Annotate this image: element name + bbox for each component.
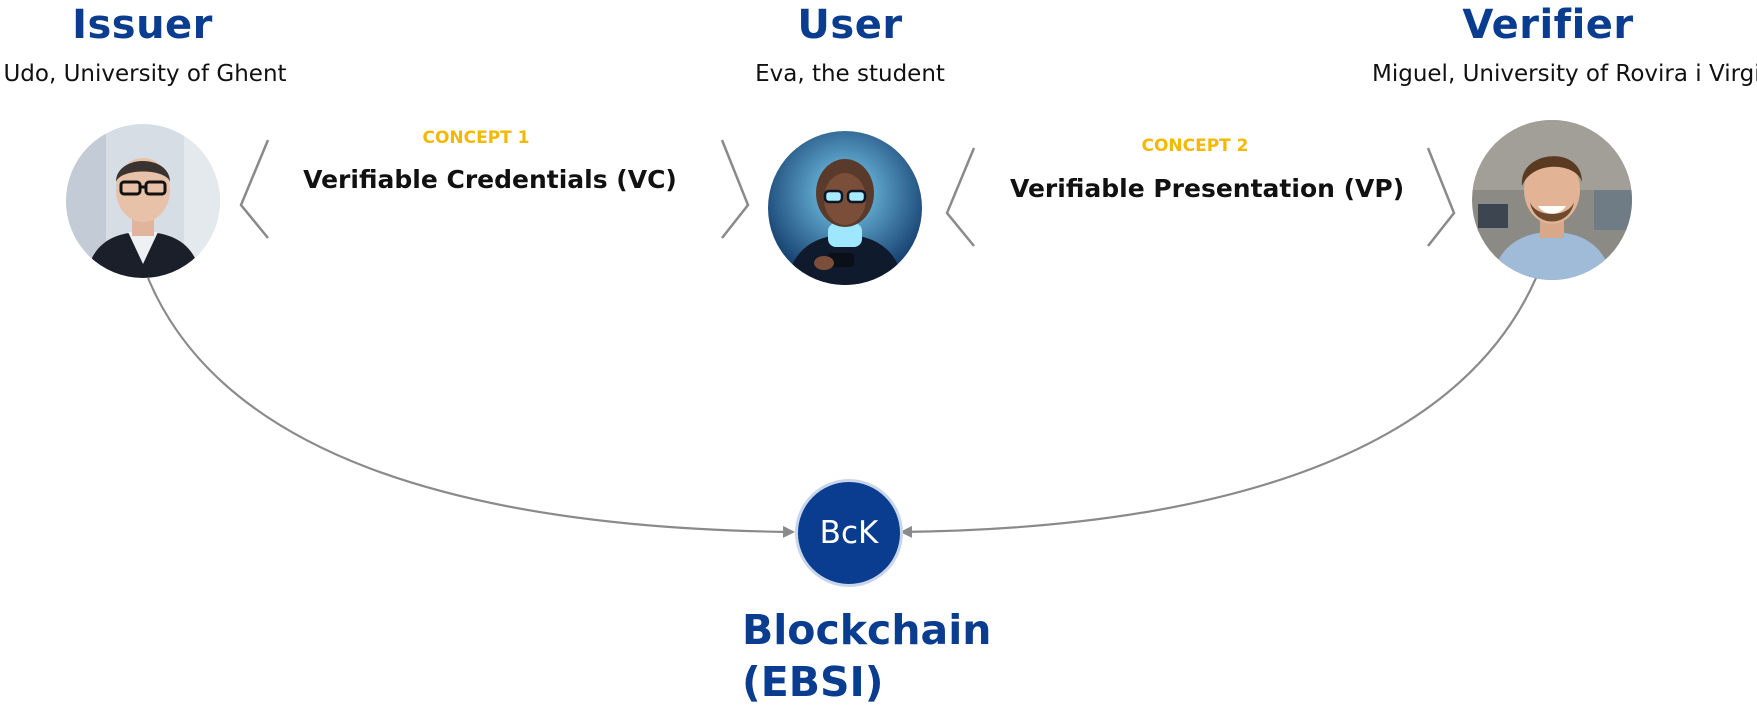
concept1-left-chevron-icon xyxy=(239,139,270,239)
blockchain-title-line1: Blockchain xyxy=(742,606,992,654)
issuer-role-title: Issuer xyxy=(72,2,213,48)
blockchain-title-line2: (EBSI) xyxy=(742,658,884,706)
issuer-portrait-icon xyxy=(66,124,220,278)
concept2-left-chevron-icon xyxy=(945,147,976,247)
blockchain-badge: BcK xyxy=(795,479,903,587)
verifier-portrait-icon xyxy=(1472,120,1632,280)
concept2-right-chevron-icon xyxy=(1426,147,1456,247)
concept1-right-chevron-icon xyxy=(720,139,750,239)
user-name: Eva, the student xyxy=(755,61,945,87)
concept2-label: CONCEPT 2 xyxy=(1141,136,1249,156)
issuer-name: Udo, University of Ghent xyxy=(3,61,287,87)
student-portrait-icon xyxy=(768,131,922,285)
user-role-title: User xyxy=(797,2,903,48)
concept1-label: CONCEPT 1 xyxy=(422,128,530,148)
issuer-to-blockchain-arrow xyxy=(146,277,795,538)
verifier-to-blockchain-arrow xyxy=(900,277,1538,538)
verifier-name: Miguel, University of Rovira i Virgili xyxy=(1372,61,1757,87)
concept1-title: Verifiable Credentials (VC) xyxy=(303,165,677,194)
verifier-role-title: Verifier xyxy=(1462,2,1634,48)
concept2-title: Verifiable Presentation (VP) xyxy=(1010,174,1405,203)
